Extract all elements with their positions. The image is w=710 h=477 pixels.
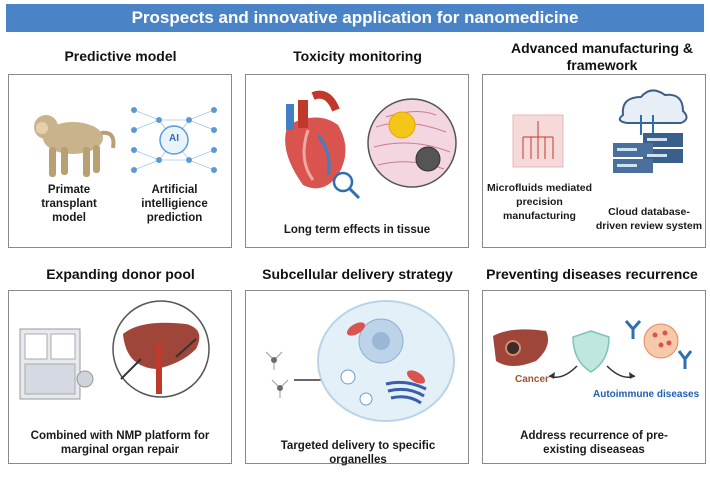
liver-zoom-icon — [112, 300, 210, 398]
toxicity-caption: Long term effects in tissue — [283, 224, 431, 236]
cell-icon — [317, 300, 455, 422]
cancer-liver-icon — [493, 329, 549, 366]
cloud-server-icon — [613, 89, 688, 173]
toxicity-monitoring-title: Toxicity monitoring — [293, 48, 422, 64]
ai-caption: Artificial intelligience prediction — [141, 184, 208, 224]
advanced-manufacturing-panel: Microfluids mediated precision manufactu… — [482, 74, 706, 248]
microfluid-caption: Microfluids mediated precision manufactu… — [487, 182, 593, 222]
autoimmune-label: Autoimmune diseases — [593, 389, 700, 400]
ai-node-label: AI — [169, 133, 179, 144]
magnifier-icon — [332, 171, 361, 200]
donor-caption: Combined with NMP platform for marginal … — [30, 430, 210, 456]
banner-title: Prospects and innovative application for… — [6, 4, 704, 32]
toxicity-monitoring-panel: Long term effects in tissue — [245, 74, 469, 248]
nmp-machine-icon — [19, 328, 94, 400]
primate-icon — [34, 115, 116, 177]
microfluidic-chip-icon — [512, 114, 564, 168]
cancer-label: Cancer — [515, 374, 549, 385]
curved-arrows-icon — [548, 365, 636, 379]
subcellular-delivery-title: Subcellular delivery strategy — [262, 266, 453, 282]
neural-network-icon — [131, 107, 217, 173]
advanced-manufacturing-title: Advanced manufacturing & framework — [510, 40, 694, 73]
preventing-recurrence-panel: Cancer Autoimmune diseases Address recur… — [482, 290, 706, 464]
expanding-donor-pool-title: Expanding donor pool — [46, 266, 195, 282]
nanoparticle-icon — [265, 351, 289, 398]
subcellular-delivery-panel: Targeted delivery to specific organelles — [245, 290, 469, 466]
tissue-zoom-icon — [367, 98, 457, 188]
immune-cell-icon — [624, 320, 693, 369]
predictive-model-panel: Primate transplant model AI Artificial i… — [8, 74, 232, 248]
primate-caption: Primate transplant model — [41, 184, 97, 224]
expanding-donor-pool-panel: Combined with NMP platform for marginal … — [8, 290, 232, 464]
predictive-model-title: Predictive model — [64, 48, 177, 64]
shield-icon — [572, 330, 610, 373]
preventing-recurrence-title: Preventing diseases recurrence — [486, 266, 698, 282]
subcellular-caption: Targeted delivery to specific organelles — [280, 440, 436, 466]
cloud-caption: Cloud database-driven review system — [595, 206, 703, 232]
heart-icon — [285, 90, 346, 189]
recurrence-caption: Address recurrence of pre-existing disea… — [520, 430, 668, 456]
